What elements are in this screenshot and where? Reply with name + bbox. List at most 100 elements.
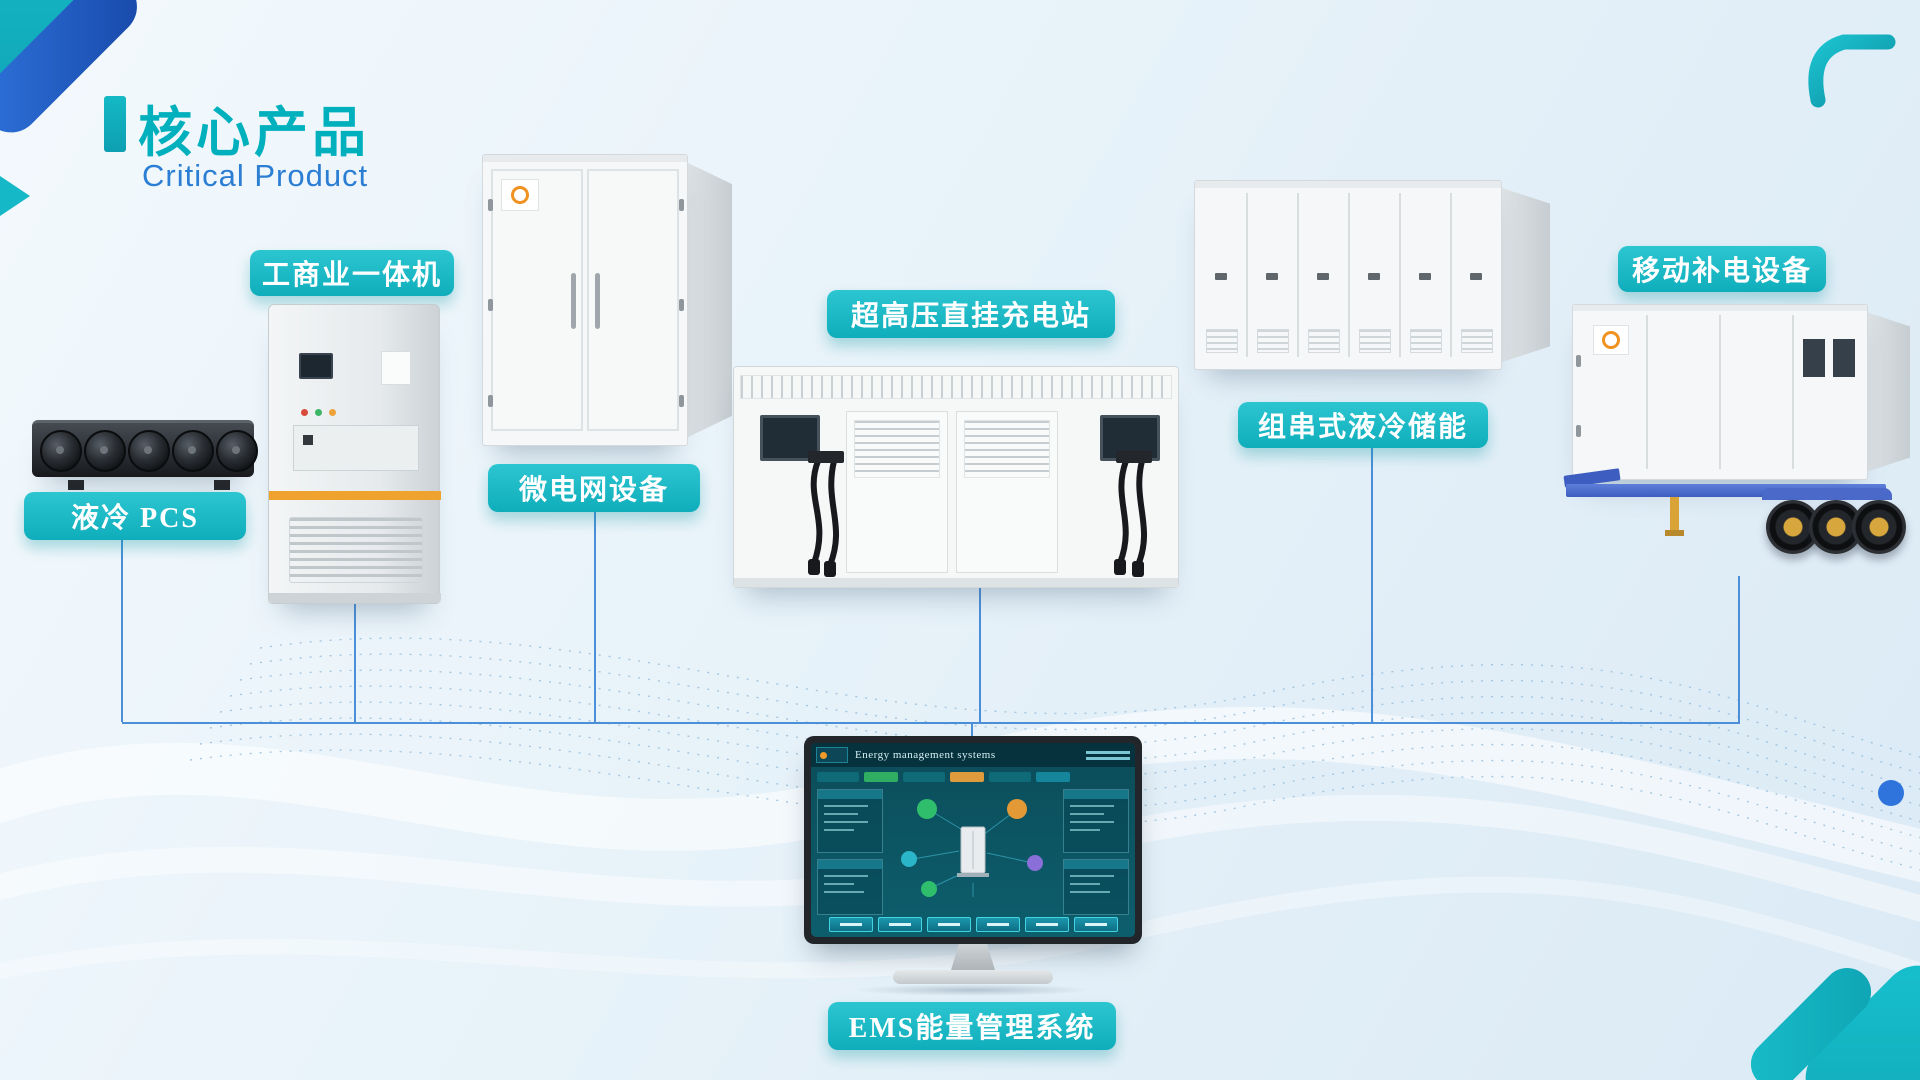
brand-ring-icon: [1602, 331, 1620, 349]
vent-grille: [854, 420, 940, 478]
hinge: [679, 299, 684, 311]
product-allinone: 工商业一体机: [250, 246, 460, 610]
container-roofline: [483, 155, 687, 162]
product-ems: Energy management systems: [804, 736, 1142, 1058]
cabinet-control-panel: [293, 425, 419, 471]
fan-icon: [84, 430, 126, 472]
hinge: [679, 395, 684, 407]
product-pcs: 液冷 PCS: [24, 398, 264, 548]
panel-divider: [1348, 193, 1350, 357]
mode-chip: [864, 772, 898, 782]
page-subtitle: Critical Product: [142, 158, 369, 193]
cabinet-base: [269, 593, 441, 603]
trailer-container-front: [1572, 304, 1868, 480]
ems-screen: Energy management systems: [811, 743, 1135, 937]
ems-screen-button: [1073, 917, 1118, 932]
hinge: [488, 199, 493, 211]
drop-line-mobile: [1738, 576, 1740, 722]
mode-chip: [903, 772, 945, 782]
fan-icon: [128, 430, 170, 472]
page-title: 核心产品: [138, 103, 370, 163]
ems-logo-dot-icon: [820, 751, 827, 759]
monitor-stand-neck: [951, 944, 995, 970]
storage-illustration: [1194, 180, 1550, 370]
panel-divider: [1297, 193, 1299, 357]
ems-logo-chip: [816, 747, 848, 763]
brand-logo-icon: [1808, 34, 1896, 108]
mode-chip: [950, 772, 984, 782]
mode-chip: [1036, 772, 1070, 782]
ems-mode-chips: [817, 772, 1070, 782]
brand-badge: [501, 179, 539, 211]
indicator-light: [329, 409, 336, 416]
storage-side-face: [1502, 188, 1550, 362]
vent-grille: [1410, 329, 1442, 353]
rack-foot: [214, 480, 230, 490]
ems-flow-diagram: [901, 799, 1043, 897]
ems-screen-button: [926, 917, 971, 932]
pcs-rack-illustration: [32, 420, 258, 477]
door-handle: [571, 273, 576, 329]
hinge: [1576, 425, 1581, 437]
ems-panel-left-top: [817, 789, 883, 853]
vent-grille: [1359, 329, 1391, 353]
ems-screen-button: [975, 917, 1020, 932]
drop-line-charging: [979, 588, 981, 722]
label-ems: EMS能量管理系统: [828, 1002, 1116, 1050]
monitor-shadow: [853, 984, 1093, 996]
mode-chip: [989, 772, 1031, 782]
title-accent-bar: [104, 96, 126, 152]
label-storage: 组串式液冷储能: [1238, 402, 1488, 448]
panel-divider: [1399, 193, 1401, 357]
trailer-roofline: [1573, 305, 1867, 311]
label-charging: 超高压直挂充电站: [827, 290, 1115, 338]
indicator-light: [315, 409, 322, 416]
product-mobile: 移动补电设备: [1563, 240, 1920, 584]
label-pcs: 液冷 PCS: [24, 492, 246, 540]
monitor-bezel: Energy management systems: [804, 736, 1142, 944]
hinge: [679, 199, 684, 211]
vent-grille: [1308, 329, 1340, 353]
drop-line-pcs: [121, 540, 123, 722]
mode-chip: [817, 772, 859, 782]
brand-badge: [1593, 325, 1629, 355]
wheel-fender: [1762, 488, 1892, 500]
panel-divider: [1246, 193, 1248, 357]
label-mobile: 移动补电设备: [1618, 246, 1826, 292]
product-microgrid: 微电网设备: [482, 154, 732, 526]
panel-divider: [1450, 193, 1452, 357]
edge-dot-decoration: [1878, 780, 1904, 806]
cabinet-button: [303, 435, 313, 445]
product-storage: 组串式液冷储能: [1194, 180, 1550, 452]
trailer-illustration: [1563, 304, 1920, 584]
container-door-left: [491, 169, 583, 431]
panel-divider: [1792, 315, 1794, 469]
ems-panel-left-bottom: [817, 859, 883, 915]
vent-grille: [289, 517, 423, 583]
trailer-container-side: [1866, 312, 1910, 472]
brand-ring-icon: [511, 186, 529, 204]
indicator-light: [301, 409, 308, 416]
drop-line-storage: [1371, 448, 1373, 722]
ems-panel-right-top: [1063, 789, 1129, 853]
wheel-icon: [1852, 500, 1906, 554]
drop-line-allinone: [354, 604, 356, 722]
ems-screen-header: Energy management systems: [811, 743, 1135, 767]
drop-line-ems: [971, 722, 973, 740]
door-handle: [595, 273, 600, 329]
product-charging: 超高压直挂充电站: [733, 286, 1179, 592]
hinge: [488, 395, 493, 407]
ems-screen-title: Energy management systems: [855, 749, 996, 761]
hinge: [1576, 355, 1581, 367]
container-illustration: [482, 154, 732, 446]
fan-icon: [40, 430, 82, 472]
storage-front-face: [1194, 180, 1502, 370]
vent-grille: [964, 420, 1050, 478]
ems-screen-button: [828, 917, 873, 932]
door-latch: [1470, 273, 1482, 280]
drop-line-microgrid: [594, 512, 596, 722]
hinge: [488, 299, 493, 311]
cabinet-orange-stripe: [269, 491, 441, 500]
ems-panel-right-bottom: [1063, 859, 1129, 915]
station-door: [956, 411, 1058, 573]
